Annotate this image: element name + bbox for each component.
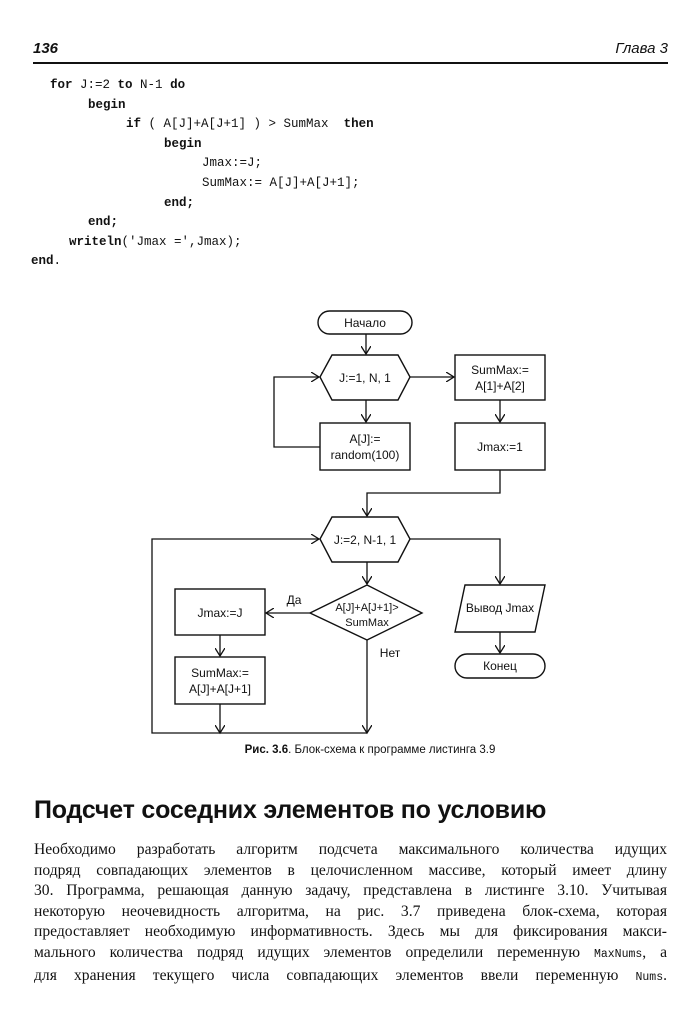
code-keyword: begin — [88, 97, 126, 112]
body-line: мального количества подряд идущих элемен… — [34, 943, 667, 966]
loop1-hexagon — [319, 354, 411, 401]
set-summax-label-2: A[J]+A[J+1] — [189, 682, 251, 696]
code-line: begin — [88, 98, 126, 112]
code-keyword: then — [343, 117, 374, 132]
code-line: writeln('Jmax =',Jmax); — [69, 235, 242, 249]
set-jmax-label: Jmax:=J — [197, 606, 242, 620]
assign-random-label-1: A[J]:= — [349, 432, 380, 446]
caption-label: Рис. 3.6 — [244, 744, 289, 756]
code-line: end; — [88, 215, 118, 229]
init-summax-box — [454, 354, 546, 401]
body-line: Необходимо разработать алгоритм подсчета… — [34, 841, 667, 858]
body-text-fragment: . — [663, 966, 667, 984]
condition-label-2: SumMax — [345, 617, 389, 629]
code-text: N-1 — [132, 78, 171, 92]
code-line: if ( A[J]+A[J+1] ) > SumMax then — [126, 117, 374, 131]
start-terminator — [317, 310, 413, 335]
code-keyword: end; — [88, 215, 119, 230]
page-number: 136 — [33, 40, 59, 57]
yes-label: Да — [287, 593, 302, 607]
inline-code-maxnums: MaxNums — [593, 947, 643, 961]
code-keyword: end — [31, 254, 54, 269]
code-line: SumMax:= A[J]+A[J+1]; — [202, 176, 360, 190]
set-jmax-box — [174, 588, 266, 636]
condition-label-1: A[J]+A[J+1]> — [335, 602, 398, 614]
code-text: . — [53, 254, 62, 269]
loop2-label: J:=2, N-1, 1 — [334, 533, 397, 547]
connector-loop2-exit — [410, 538, 500, 584]
loop2-hexagon — [319, 516, 411, 563]
figure-caption: Рис. 3.6. Блок-схема к программе листинг… — [0, 744, 700, 756]
output-parallelogram — [454, 584, 546, 633]
body-text-fragment: для хранения текущего числа совпадающих … — [34, 966, 619, 984]
assign-random-box — [319, 422, 411, 471]
init-jmax-label: Jmax:=1 — [477, 440, 523, 454]
body-line: для хранения текущего числа совпадающих … — [34, 966, 667, 989]
body-text-fragment: , а — [642, 943, 668, 961]
no-label: Нет — [380, 646, 401, 660]
connector-jmax-loop2 — [367, 470, 501, 516]
code-text: ('Jmax =',Jmax); — [121, 234, 242, 249]
body-line: некоторую неочевидность алгоритма, на ри… — [34, 902, 667, 920]
body-text-fragment: мального количества подряд идущих элемен… — [34, 943, 581, 961]
code-keyword: begin — [164, 136, 202, 151]
init-jmax-box — [454, 422, 546, 471]
init-summax-label-1: SumMax:= — [471, 363, 529, 377]
inline-code-nums: Nums — [635, 970, 664, 984]
end-label: Конец — [483, 659, 517, 673]
start-label: Начало — [344, 316, 386, 330]
connector-loop2-back — [151, 539, 367, 734]
code-text: SumMax:= A[J]+A[J+1]; — [202, 176, 360, 190]
code-keyword: end; — [164, 195, 195, 210]
code-line: end. — [31, 254, 61, 268]
code-text: ( A[J]+A[J+1] ) > SumMax — [141, 117, 344, 132]
flowchart: Начало J:=1, N, 1 A[J]:= random(100) Sum… — [151, 310, 546, 760]
assign-random-label-2: random(100) — [331, 448, 400, 462]
code-text: J:=2 — [72, 78, 118, 92]
condition-diamond — [308, 584, 424, 641]
end-terminator — [454, 653, 546, 679]
page-header: 136 Глава 3 — [33, 40, 668, 64]
init-summax-label-2: A[1]+A[2] — [475, 379, 525, 393]
set-summax-box — [174, 656, 266, 705]
output-label: Вывод Jmax — [466, 601, 534, 615]
body-line: подряд совпадающих элементов в целочисле… — [34, 861, 667, 879]
code-keyword: if — [126, 117, 142, 132]
code-keyword: for — [50, 78, 73, 92]
code-keyword: to — [117, 78, 133, 92]
chapter-title: Глава 3 — [615, 40, 668, 57]
code-text: Jmax:=J; — [202, 156, 263, 171]
code-keyword: writeln — [69, 234, 122, 249]
connector-loop1-back — [273, 377, 320, 448]
body-paragraph: Необходимо разработать алгоритм подсчета… — [34, 840, 667, 988]
loop1-label: J:=1, N, 1 — [339, 371, 391, 385]
code-line: begin — [164, 137, 202, 151]
caption-text: . Блок-схема к программе листинга 3.9 — [288, 744, 496, 756]
code-line: for J:=2 to N-1 do — [50, 78, 185, 92]
code-line: end; — [164, 196, 194, 210]
set-summax-label-1: SumMax:= — [191, 666, 249, 680]
code-keyword: do — [170, 78, 186, 92]
body-line: 30. Программа, решающая данную задачу, п… — [34, 882, 667, 900]
section-title: Подсчет соседних элементов по условию — [34, 796, 547, 824]
code-line: Jmax:=J; — [202, 156, 262, 170]
body-line: предоставляет необходимую информативност… — [34, 923, 667, 941]
